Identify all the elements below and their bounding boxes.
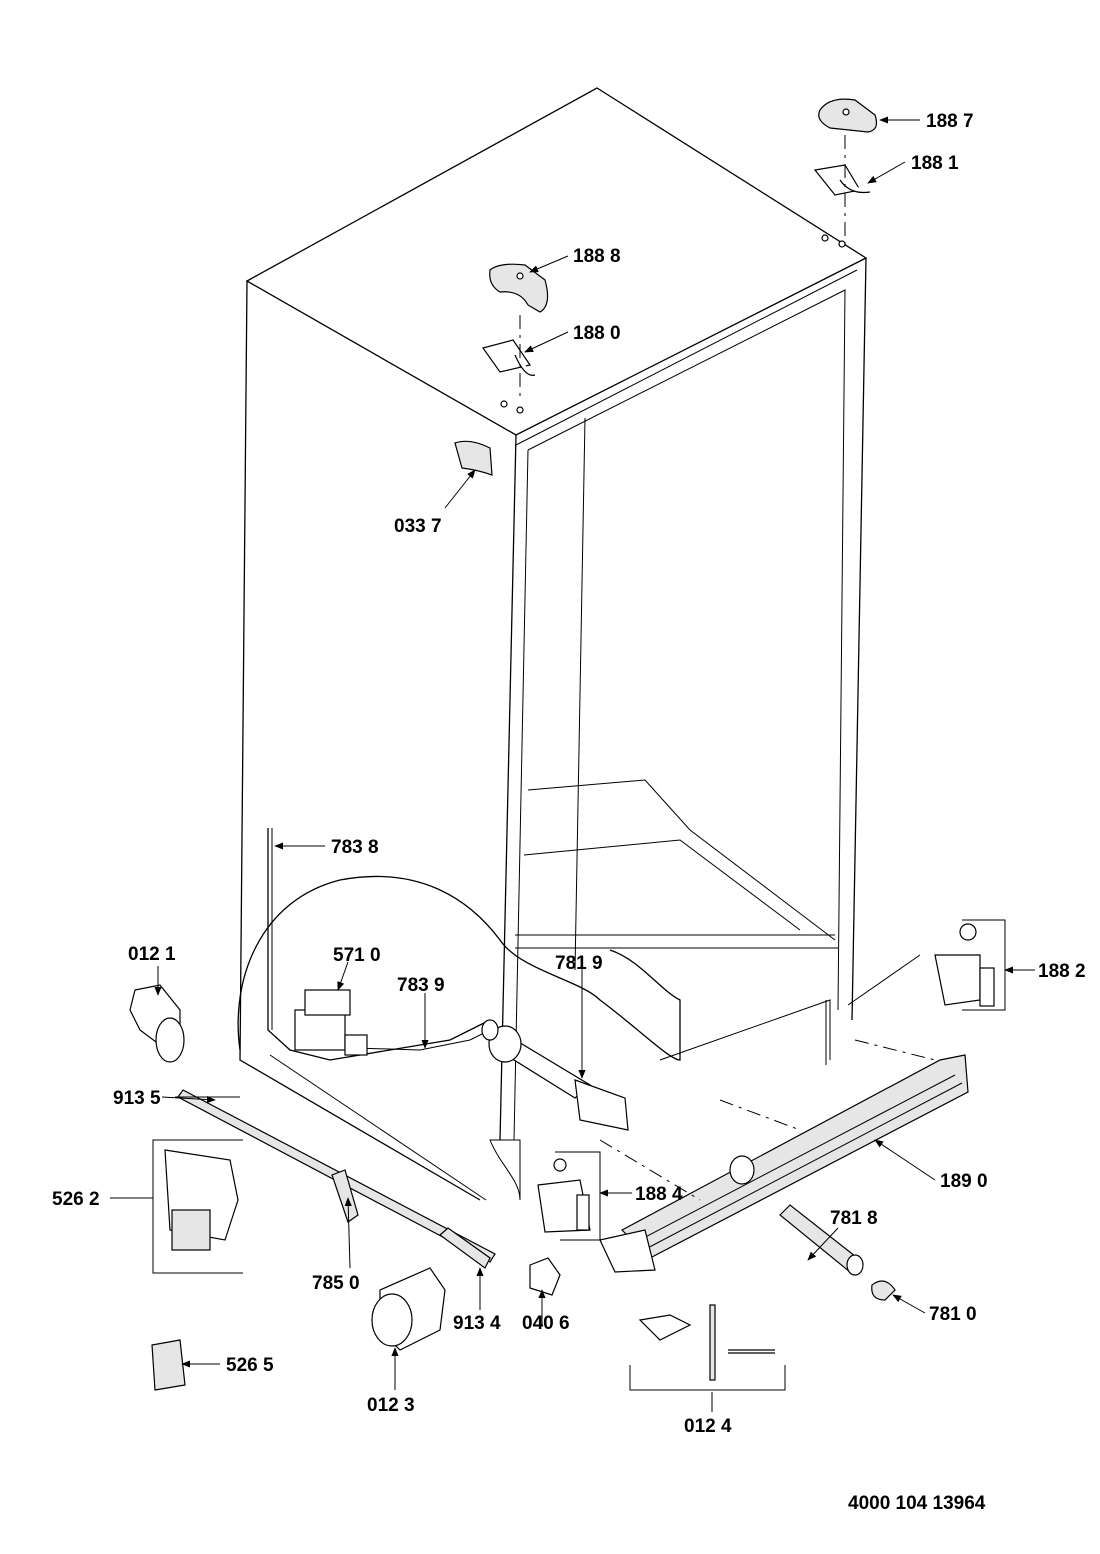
caster-right [371, 1267, 446, 1351]
label-012-4: 012 4 [684, 1416, 732, 1437]
label-188-1: 188 1 [911, 153, 959, 174]
label-781-0: 781 0 [929, 1304, 977, 1325]
label-785-0: 785 0 [312, 1273, 360, 1294]
label-012-1: 012 1 [128, 944, 176, 965]
leader-lines [110, 116, 1035, 1412]
label-913-4: 913 4 [453, 1313, 501, 1334]
hinge-cap-top-right [818, 98, 878, 133]
screw-part [439, 1227, 491, 1269]
label-913-5: 913 5 [113, 1088, 161, 1109]
hinge-bottom-right [934, 919, 1006, 1011]
label-571-0: 571 0 [333, 945, 381, 966]
label-783-9: 783 9 [397, 975, 445, 996]
small-block-part [529, 1257, 561, 1296]
hinge-top-left [482, 315, 536, 414]
label-188-0: 188 0 [573, 323, 621, 344]
label-526-2: 526 2 [52, 1189, 100, 1210]
cable-assembly [267, 828, 491, 1061]
alignment-lines [599, 1039, 936, 1201]
hinge-top-right [813, 135, 871, 248]
label-781-8: 781 8 [830, 1208, 878, 1229]
drain-pipe [331, 1169, 359, 1223]
plinth-bar [599, 1054, 969, 1273]
label-526-5: 526 5 [226, 1355, 274, 1376]
cabinet-body [237, 87, 921, 1201]
filter-cartridge [779, 1204, 896, 1301]
label-040-6: 040 6 [522, 1313, 570, 1334]
grommet-part [454, 440, 493, 476]
label-189-0: 189 0 [940, 1171, 988, 1192]
tube-assembly [481, 1019, 629, 1131]
hinge-bottom-mid [537, 1151, 601, 1241]
label-783-8: 783 8 [331, 837, 379, 858]
label-188-4: 188 4 [635, 1184, 683, 1205]
caster-left [129, 984, 185, 1063]
control-bracket [152, 1139, 243, 1274]
label-188-7: 188 7 [926, 111, 974, 132]
door-switch [294, 989, 368, 1056]
label-012-3: 012 3 [367, 1395, 415, 1416]
hinge-cap-top-left [489, 263, 549, 313]
label-188-2: 188 2 [1038, 961, 1086, 982]
tool-kit [629, 1304, 786, 1391]
label-188-8: 188 8 [573, 246, 621, 267]
document-number: 4000 104 13964 [848, 1493, 986, 1514]
cover-part [151, 1339, 186, 1391]
label-781-9: 781 9 [555, 953, 603, 974]
part-labels: 188 7 188 1 188 8 188 0 033 7 783 8 012 … [52, 111, 1086, 1437]
label-033-7: 033 7 [394, 516, 442, 537]
